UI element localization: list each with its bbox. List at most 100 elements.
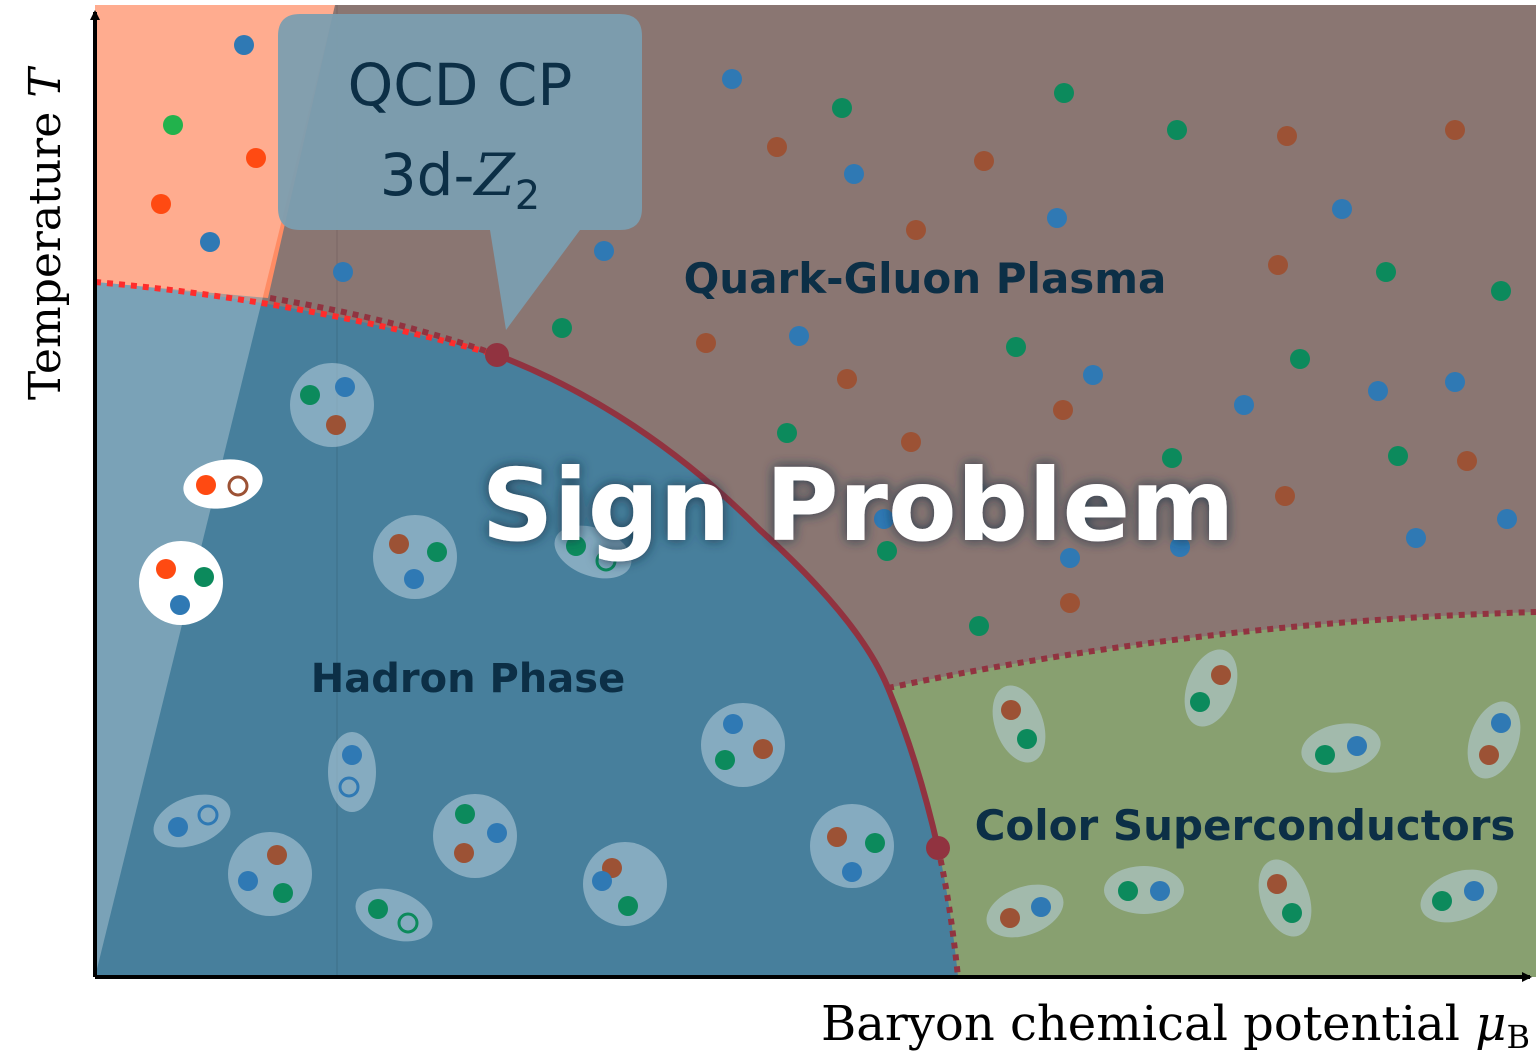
quark-dot: [974, 151, 994, 171]
quark-dot: [163, 115, 183, 135]
quark-dot: [1445, 372, 1465, 392]
quark-dot: [300, 385, 320, 405]
bound-state: [355, 888, 433, 942]
hadron-label: Hadron Phase: [311, 656, 625, 702]
quark-dot: [1315, 745, 1335, 765]
quark-dot: [151, 194, 171, 214]
bound-state-shell: [228, 832, 312, 916]
quark-dot: [335, 377, 355, 397]
antiquark-dot: [338, 776, 360, 798]
quark-dot: [844, 164, 864, 184]
callout-subscript: 2: [515, 173, 540, 219]
quark-dot: [877, 541, 897, 561]
quark-dot: [168, 817, 188, 837]
crossover-line: [94, 279, 498, 358]
quark-dot: [837, 369, 857, 389]
quark-dot: [1464, 881, 1484, 901]
quark-dot: [1031, 897, 1051, 917]
crossover-line-dark: [269, 295, 499, 358]
bound-state: [583, 842, 667, 926]
quark-dot: [1234, 395, 1254, 415]
quark-dot: [333, 262, 353, 282]
bound-states: [139, 363, 1521, 942]
hot-region: [95, 5, 335, 298]
x-axis-title: Baryon chemical potential μB: [821, 996, 1530, 1053]
quark-dot: [1211, 665, 1231, 685]
quark-dot: [427, 542, 447, 562]
bound-state-shell: [810, 804, 894, 888]
quark-dot: [267, 845, 287, 865]
sign-problem-label: Sign Problem: [481, 447, 1234, 564]
x-axis-label: Baryon chemical potential: [821, 996, 1460, 1052]
quark-dot: [969, 616, 989, 636]
bound-state: [810, 804, 894, 888]
antiquark-dot: [595, 550, 617, 572]
quark-dot: [342, 745, 362, 765]
x-axis-subscript: B: [1506, 1018, 1530, 1053]
callout-line2: 3d-Z2: [380, 141, 540, 219]
quark-dot: [874, 509, 894, 529]
free-quarks: [151, 35, 1517, 636]
bound-state-shell: [701, 703, 785, 787]
quark-dot: [1162, 448, 1182, 468]
quark-dot: [1457, 451, 1477, 471]
quark-dot: [368, 899, 388, 919]
quark-dot: [696, 333, 716, 353]
quark-dot: [722, 69, 742, 89]
quark-dot: [865, 833, 885, 853]
quark-dot: [238, 871, 258, 891]
quark-dot: [592, 871, 612, 891]
antiquark-dot: [197, 804, 219, 826]
quark-dot: [1268, 255, 1288, 275]
color-superconductor-region: [888, 612, 1536, 977]
quark-dot: [1047, 208, 1067, 228]
callout-line1: QCD CP: [348, 51, 573, 119]
quark-dot: [1054, 83, 1074, 103]
quark-dot: [1491, 713, 1511, 733]
bound-state-shell: [183, 459, 263, 509]
quark-dot: [1277, 126, 1297, 146]
quark-dot: [901, 432, 921, 452]
quark-dot: [1479, 745, 1499, 765]
quark-dot: [1167, 120, 1187, 140]
quark-dot: [1170, 537, 1190, 557]
y-axis-symbol: T: [20, 65, 71, 98]
quark-dot: [1118, 881, 1138, 901]
triple-point-marker: [926, 836, 950, 860]
quark-dot: [1332, 199, 1352, 219]
bound-state: [1104, 866, 1184, 914]
quark-dot: [196, 475, 216, 495]
quark-dot: [156, 559, 176, 579]
quark-dot: [1001, 700, 1021, 720]
quark-dot: [1282, 903, 1302, 923]
callout-bubble: [278, 14, 642, 330]
quark-dot: [842, 862, 862, 882]
bound-state: [992, 685, 1046, 763]
bound-state: [228, 832, 312, 916]
quark-dot: [566, 536, 586, 556]
quark-dot: [1388, 446, 1408, 466]
hadron-csc-line: [935, 847, 961, 978]
bound-state: [183, 459, 263, 509]
quark-dot: [827, 827, 847, 847]
quark-dot: [1267, 874, 1287, 894]
quark-dot: [832, 98, 852, 118]
quark-dot: [1083, 365, 1103, 385]
quark-dot: [1017, 729, 1037, 749]
bound-state: [373, 515, 457, 599]
hadron-region: [95, 282, 958, 977]
quark-dot: [618, 896, 638, 916]
csc-label: Color Superconductors: [975, 801, 1516, 850]
bound-state: [1184, 649, 1238, 727]
quark-dot: [194, 567, 214, 587]
bound-state: [701, 703, 785, 787]
quark-dot: [906, 220, 926, 240]
quark-dot: [1060, 593, 1080, 613]
quark-dot: [1275, 486, 1295, 506]
quark-dot: [1368, 381, 1388, 401]
quark-dot: [404, 569, 424, 589]
qgp-label: Quark-Gluon Plasma: [684, 254, 1167, 303]
callout-line2-prefix: 3d-: [380, 141, 475, 209]
